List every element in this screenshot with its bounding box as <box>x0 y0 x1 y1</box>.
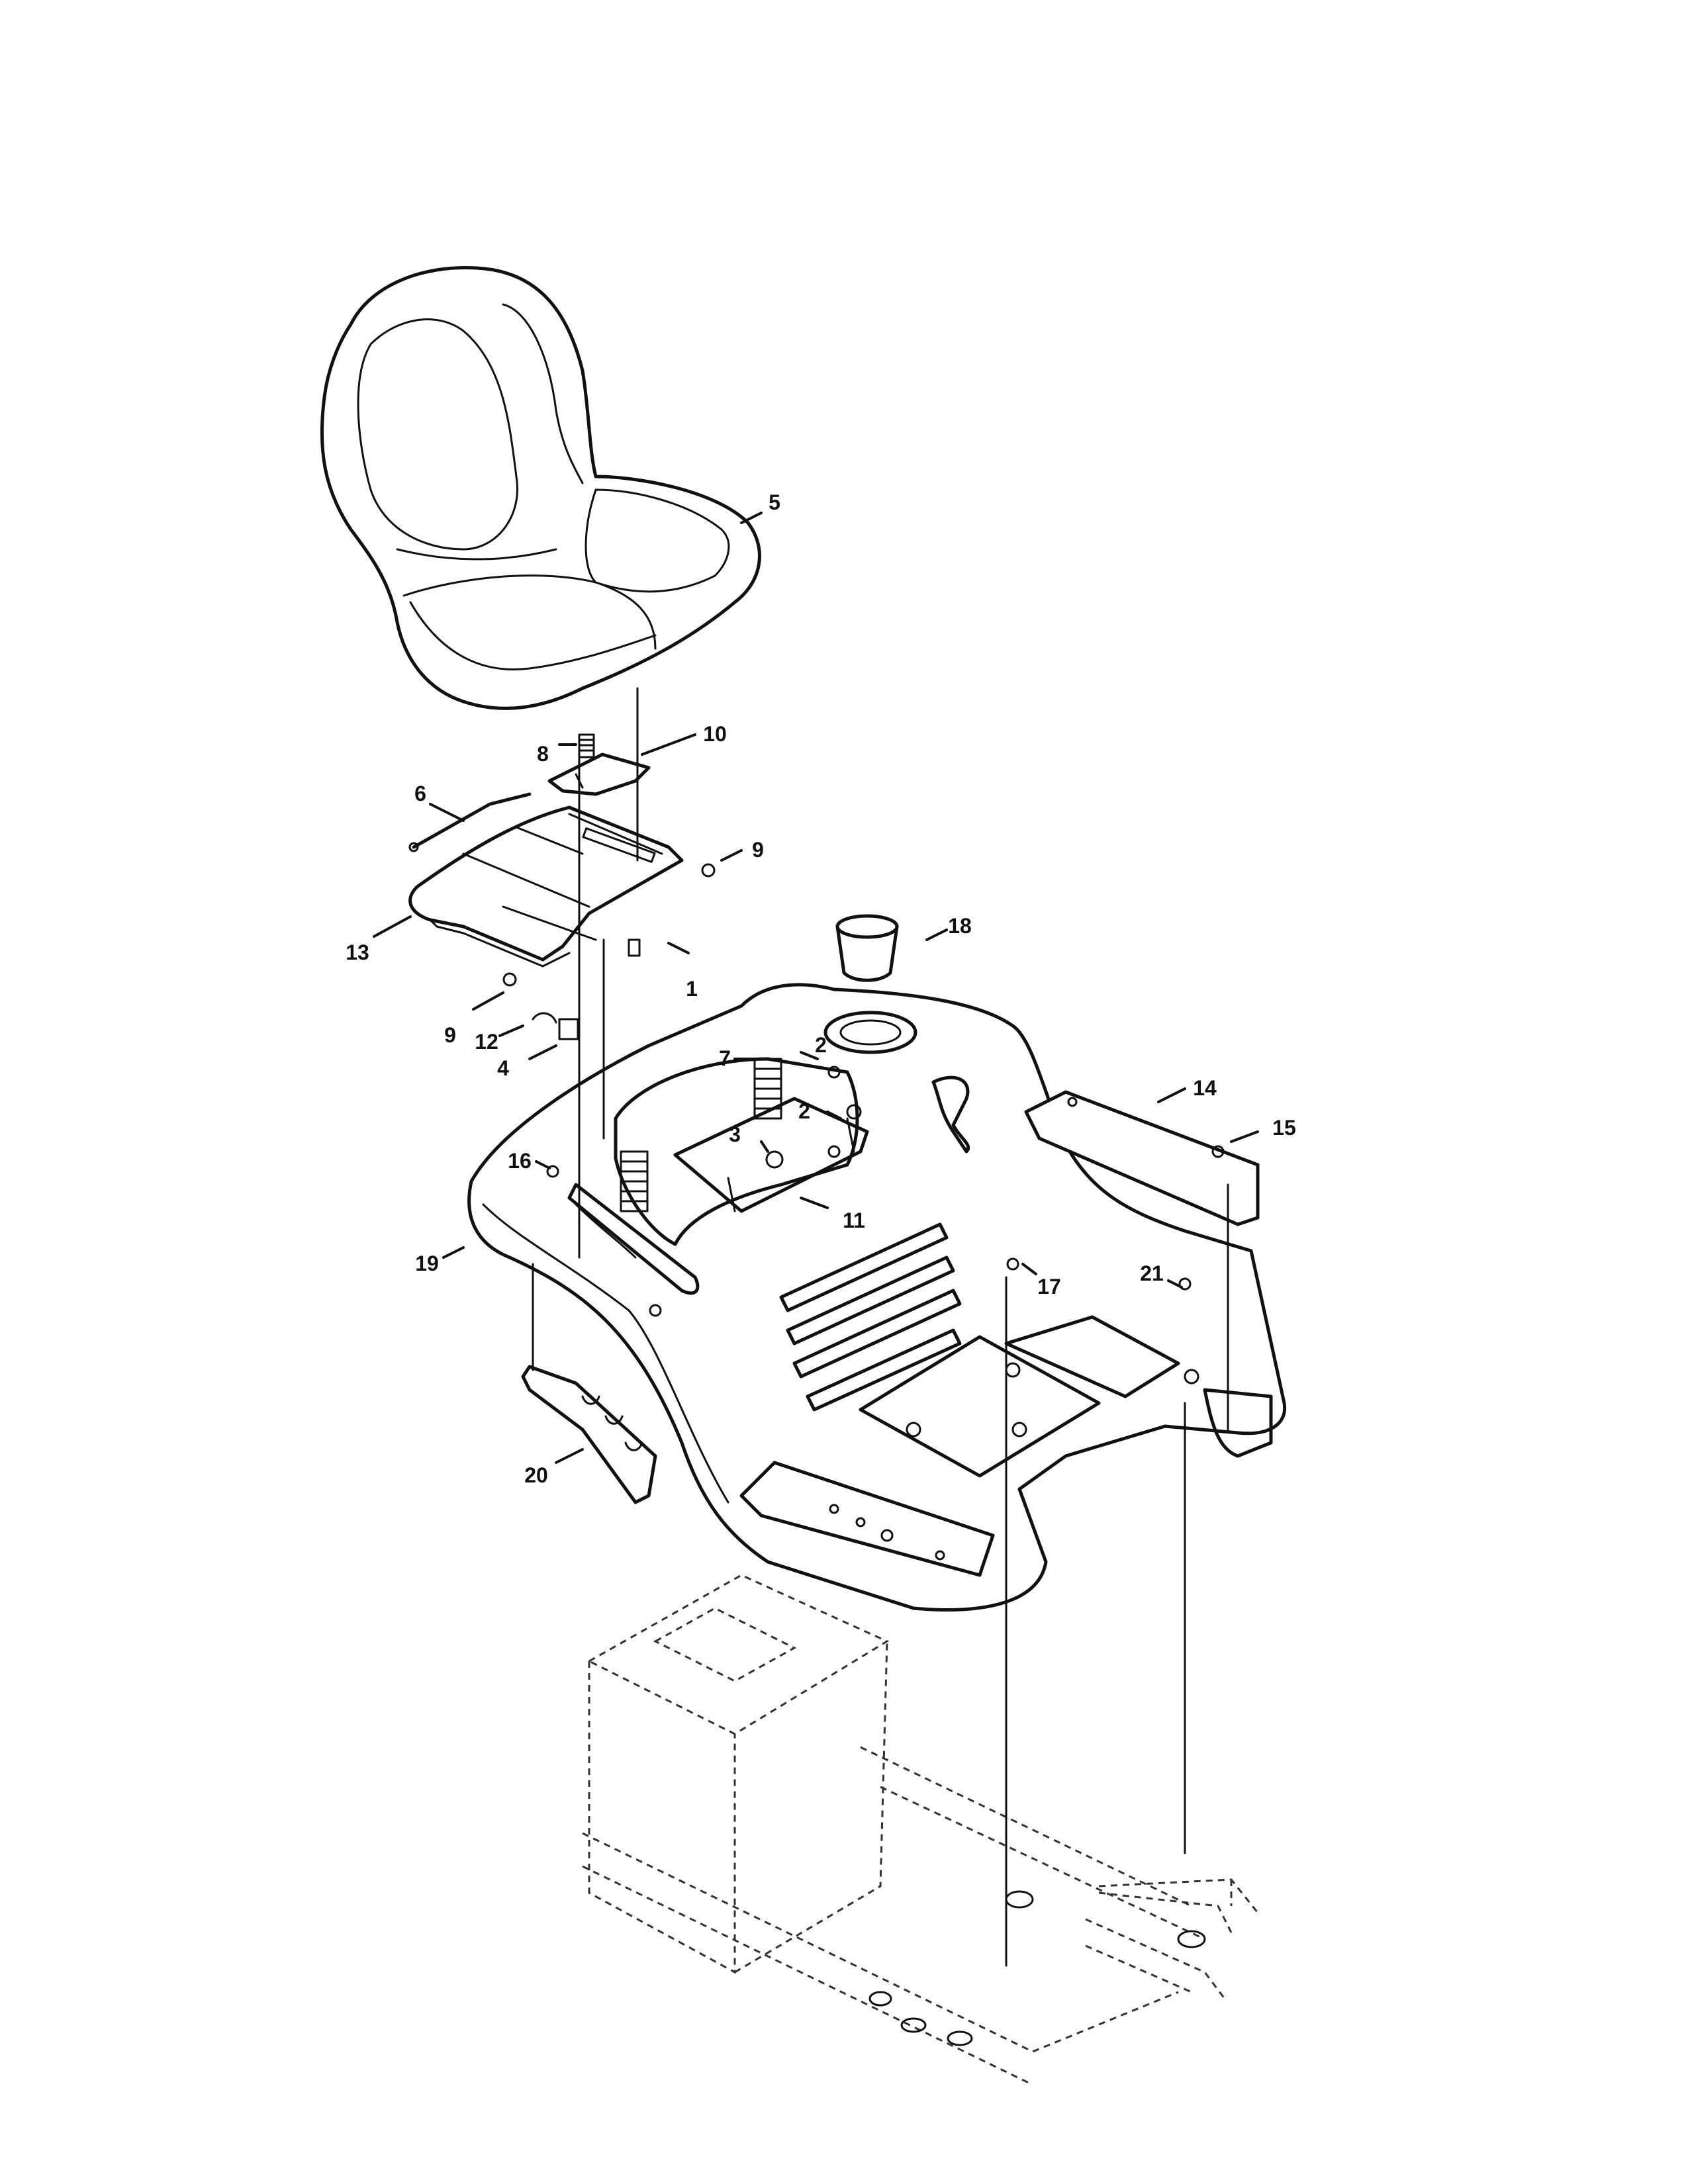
callout-label: 21 <box>1140 1261 1164 1285</box>
seat-pan-icon <box>408 805 684 968</box>
callout-label: 7 <box>719 1046 731 1070</box>
callout-label: 1 <box>686 977 698 1001</box>
callout-leaders <box>373 512 1259 1464</box>
seat-bracket-icon <box>547 752 651 796</box>
callout-label: 10 <box>703 722 727 746</box>
callout-label: 11 <box>843 1208 865 1232</box>
screw-icon <box>546 1066 1225 1291</box>
callout-labels: 1 2 2 3 4 5 6 7 8 9 9 10 11 12 13 14 15 … <box>346 490 1296 1487</box>
tractor-frame-icon <box>582 1574 1259 2086</box>
callout-label: 9 <box>444 1023 456 1047</box>
callout-label: 18 <box>948 914 972 938</box>
foot-plate-icon <box>1024 1090 1260 1226</box>
adjuster-plate-icon <box>521 1365 657 1504</box>
hardware-icon <box>502 863 716 1040</box>
callout-label: 8 <box>537 742 549 766</box>
callout-label: 4 <box>497 1056 509 1080</box>
fender-body-icon <box>467 983 1287 1612</box>
callout-label: 15 <box>1272 1116 1296 1140</box>
spring-icon <box>620 1058 782 1212</box>
callout-label: 5 <box>769 490 780 514</box>
seat-icon <box>320 265 761 710</box>
callout-label: 20 <box>524 1463 548 1487</box>
callout-label: 16 <box>508 1149 532 1173</box>
callout-label: 9 <box>752 838 764 862</box>
callout-label: 2 <box>798 1099 810 1123</box>
alignment-lines <box>532 687 1229 1967</box>
callout-label: 19 <box>415 1251 439 1275</box>
callout-label: 17 <box>1037 1275 1061 1298</box>
spring-icon <box>578 733 595 758</box>
rod-icon <box>408 792 532 852</box>
callout-label: 6 <box>414 782 426 805</box>
callout-label: 14 <box>1193 1076 1217 1100</box>
callout-label: 2 <box>815 1033 827 1057</box>
callout-label: 12 <box>475 1030 498 1054</box>
cup-holder-icon <box>835 914 899 982</box>
callout-label: 13 <box>346 940 369 964</box>
callout-label: 3 <box>729 1122 741 1146</box>
mount-bracket-icon <box>673 1097 869 1213</box>
